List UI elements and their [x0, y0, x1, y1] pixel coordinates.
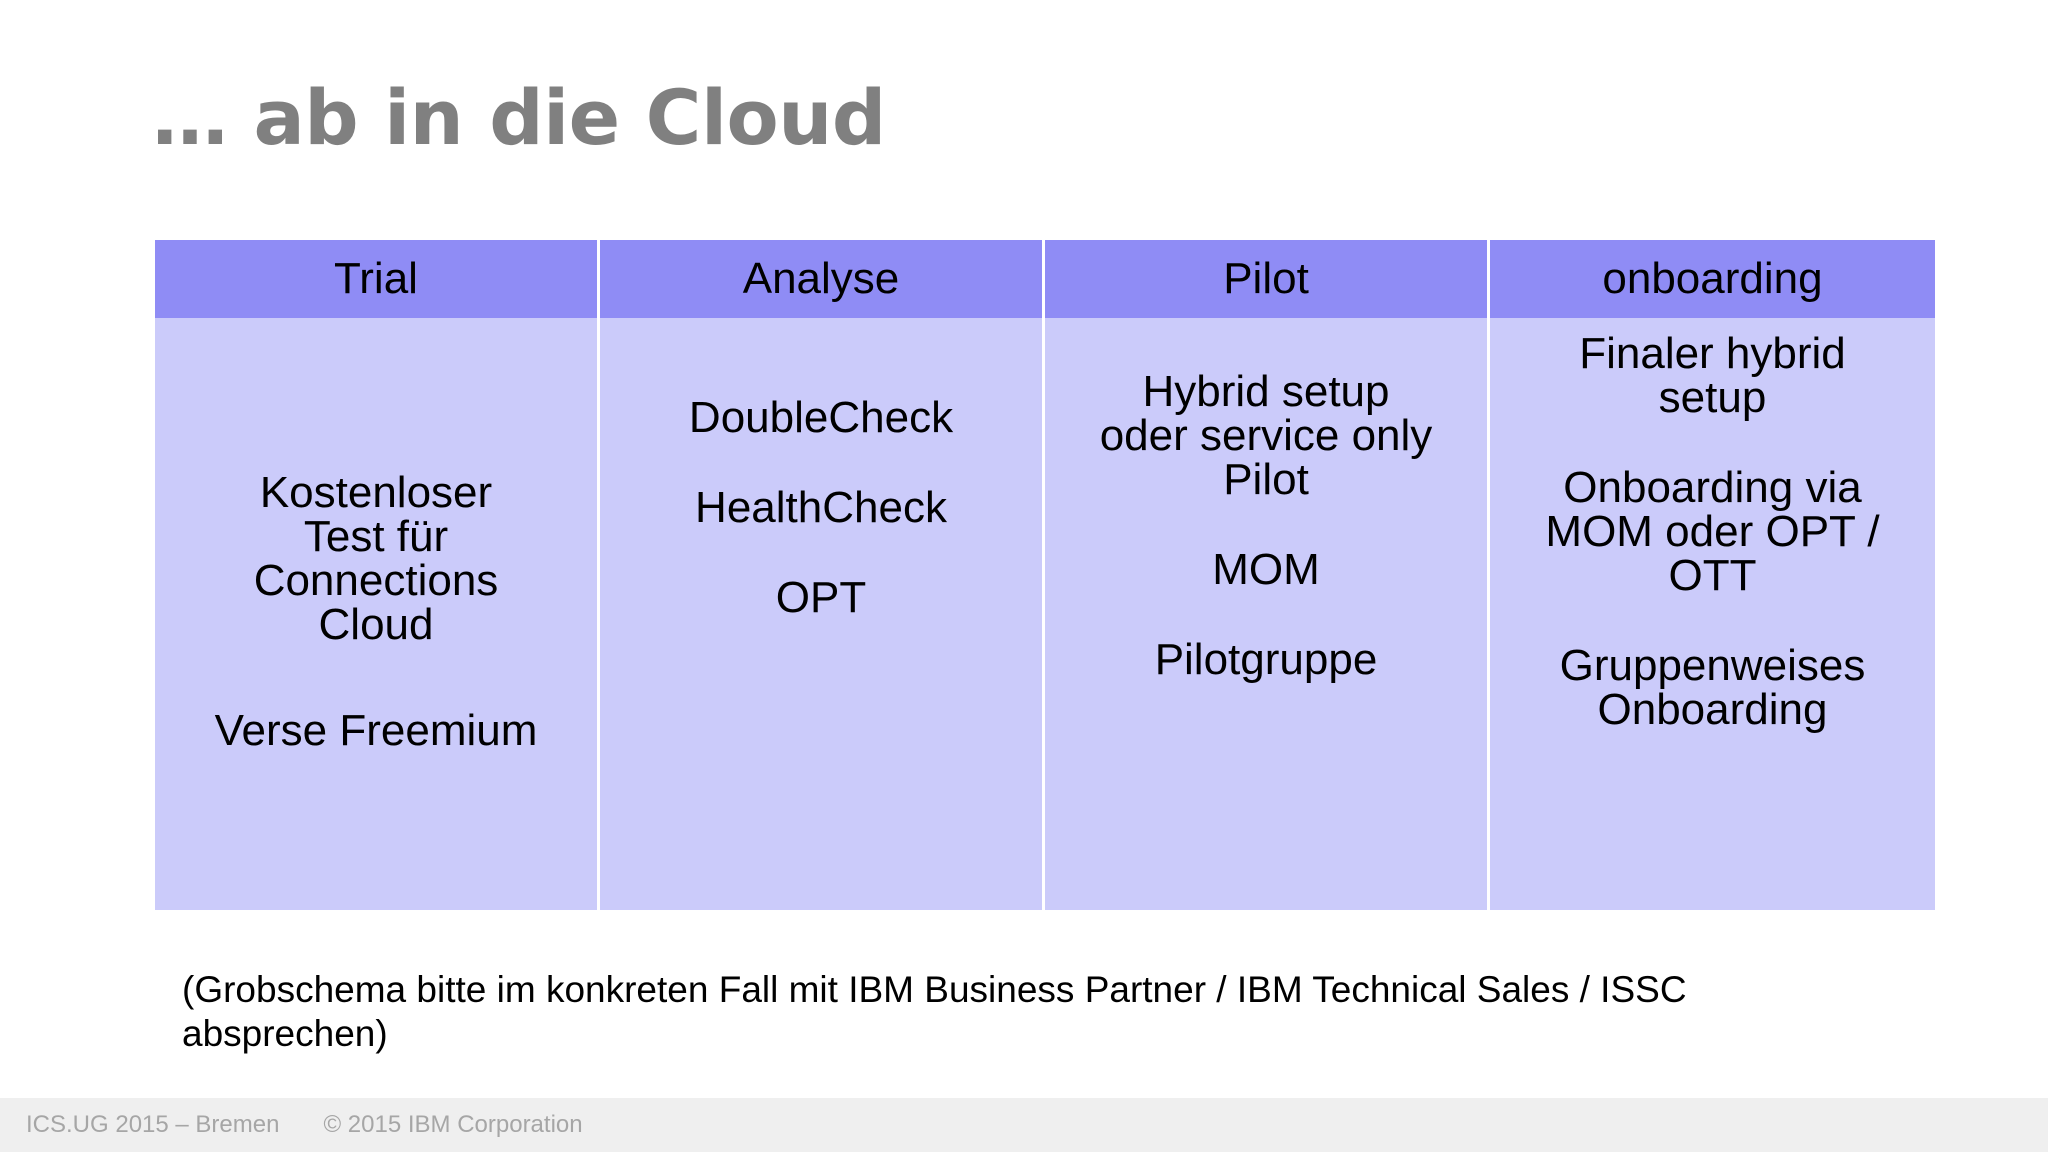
cell-text: Kostenloser Test für Connections Cloud [253, 468, 499, 649]
table-body-row: Kostenloser Test für Connections Cloud V… [155, 318, 1935, 910]
footer-event-label: ICS.UG 2015 – Bremen [26, 1111, 280, 1138]
cell-text: Pilotgruppe [1154, 635, 1378, 684]
table-header-label: Trial [334, 254, 418, 303]
cell-text: DoubleCheck [688, 393, 954, 442]
table-header-analyse: Analyse [600, 240, 1045, 318]
cell-text: Gruppenweises Onboarding [1559, 641, 1866, 734]
table-header-trial: Trial [155, 240, 600, 318]
table-cell-pilot: Hybrid setup oder service only Pilot MOM… [1045, 318, 1490, 910]
table-cell-trial: Kostenloser Test für Connections Cloud V… [155, 318, 600, 910]
cell-text: HealthCheck [695, 483, 947, 532]
footer-copyright-label: © 2015 IBM Corporation [323, 1111, 583, 1138]
table-header-label: onboarding [1602, 254, 1823, 303]
cell-text: OPT [775, 573, 867, 622]
table-cell-analyse: DoubleCheck HealthCheck OPT [600, 318, 1045, 910]
table-header-label: Pilot [1223, 254, 1309, 303]
cell-text: Finaler hybrid setup [1579, 329, 1846, 422]
footnote-text: (Grobschema bitte im konkreten Fall mit … [182, 969, 1687, 1054]
cell-text: Onboarding via MOM oder OPT / OTT [1545, 463, 1880, 600]
table-header-pilot: Pilot [1045, 240, 1490, 318]
cell-text: Verse Freemium [214, 706, 538, 755]
table-header-onboarding: onboarding [1490, 240, 1935, 318]
cell-text: MOM [1212, 545, 1320, 594]
page-title: … ab in die Cloud [152, 73, 886, 162]
cell-text: Hybrid setup oder service only Pilot [1099, 367, 1433, 504]
table-cell-onboarding: Finaler hybrid setup Onboarding via MOM … [1490, 318, 1935, 910]
table-header-label: Analyse [742, 254, 900, 303]
table-header-row: Trial Analyse Pilot onboarding [155, 240, 1935, 318]
footer-bar: ICS.UG 2015 – Bremen © 2015 IBM Corporat… [0, 1098, 2048, 1152]
stage-table: Trial Analyse Pilot onboarding Kostenlos… [155, 240, 1935, 910]
